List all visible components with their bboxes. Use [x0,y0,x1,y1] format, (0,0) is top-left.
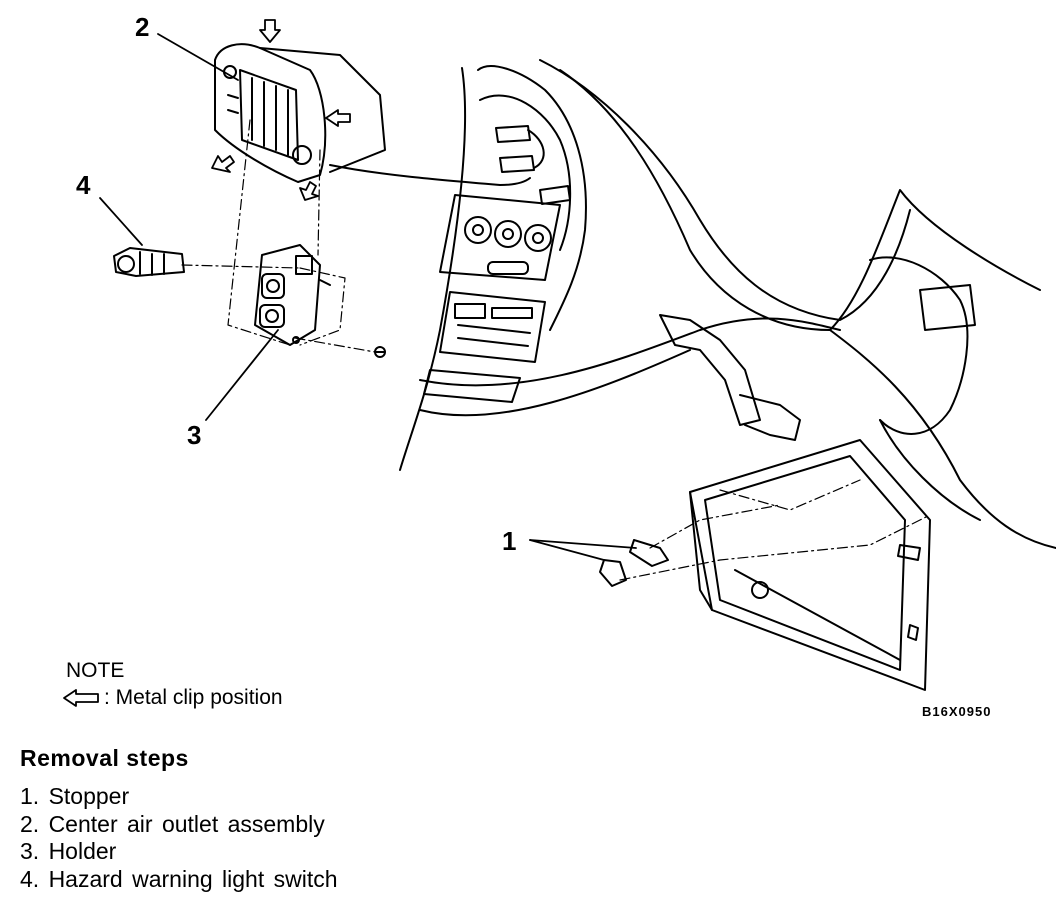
hollow-arrow-left-icon [63,689,99,707]
note-legend-text: : Metal clip position [104,686,283,709]
removal-step: 1. Stopper [20,783,130,809]
removal-step: 4. Hazard warning light switch [20,865,338,892]
dashboard-outline [399,59,1056,549]
removal-steps-list: 1. Stopper 2. Center air outlet assembly… [20,783,338,893]
center-air-outlet-assembly [214,43,531,186]
screw [374,346,386,358]
callout-2: 2 [135,12,150,42]
leader-dashed-lines [181,119,931,581]
holder [254,244,331,346]
figure-code: B16X0950 [922,704,992,719]
glove-box [659,314,931,691]
callout-3: 3 [187,420,202,450]
hazard-warning-light-switch [113,247,185,277]
callout-4: 4 [76,170,91,200]
removal-steps-title: Removal steps [20,745,189,771]
stoppers [599,539,669,587]
center-console-panel [423,125,571,403]
callout-leader-lines [99,33,637,561]
callout-1: 1 [502,526,517,556]
note-title: NOTE [66,659,125,682]
removal-step: 2. Center air outlet assembly [20,810,325,837]
note-legend: : Metal clip position [62,686,283,710]
metal-clip-arrows [211,19,351,201]
removal-step: 3. Holder [20,838,117,864]
